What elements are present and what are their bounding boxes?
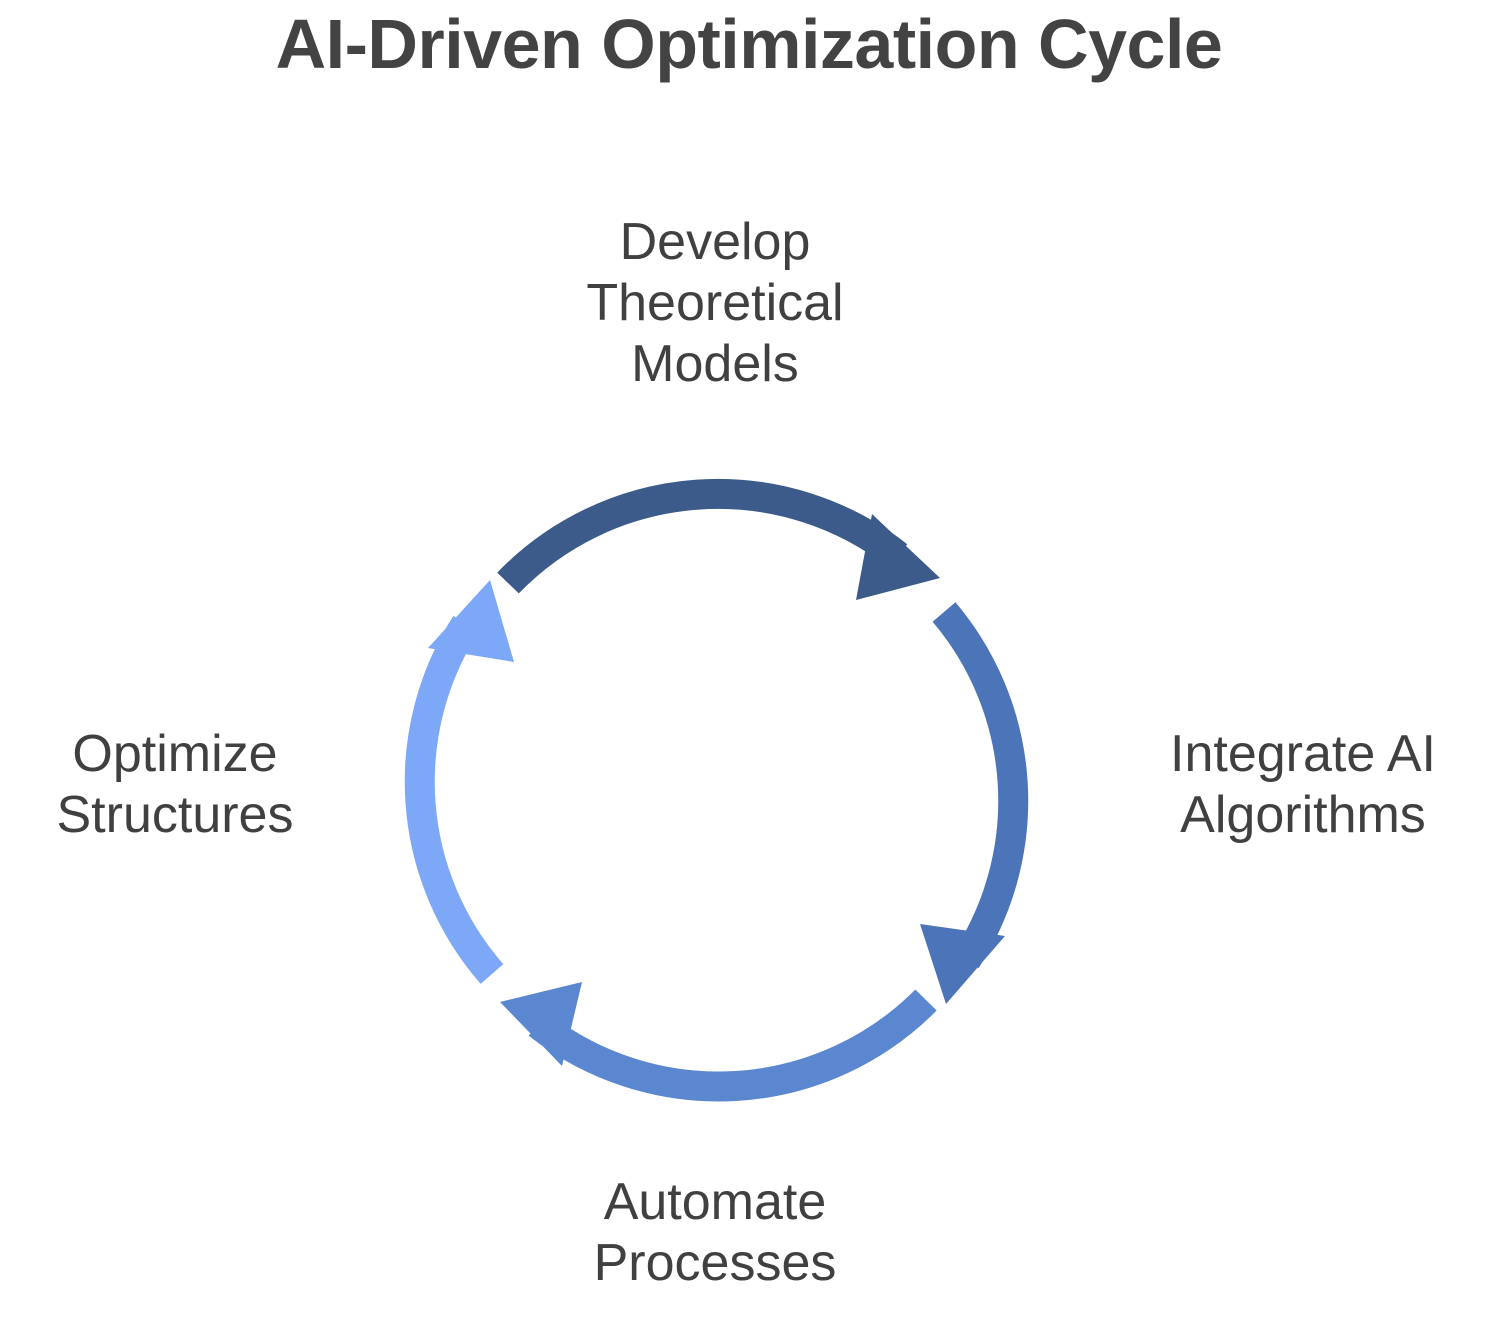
top-arrow [497, 478, 940, 600]
left-arrow [404, 580, 514, 984]
right-arrow-shaft [932, 602, 1029, 969]
top-arrow-head [856, 514, 940, 600]
right-arrow [920, 602, 1029, 1004]
stage-label-automate-processes: Automate Processes [593, 1173, 837, 1292]
top-arrow-shaft [497, 478, 908, 594]
stage-label-integrate-ai-algorithms: Integrate AI Algorithms [1170, 725, 1436, 844]
bottom-arrow-head [500, 982, 582, 1066]
stage-label-develop-theoretical-models: Develop Theoretical Models [586, 213, 844, 393]
stage-label-optimize-structures: Optimize Structures [56, 725, 294, 844]
page-title: AI-Driven Optimization Cycle [275, 5, 1223, 83]
bottom-arrow [500, 982, 937, 1102]
left-arrow-head [428, 580, 514, 662]
bottom-arrow-shaft [528, 989, 937, 1102]
right-arrow-head [920, 924, 1005, 1004]
left-arrow-shaft [404, 615, 504, 984]
